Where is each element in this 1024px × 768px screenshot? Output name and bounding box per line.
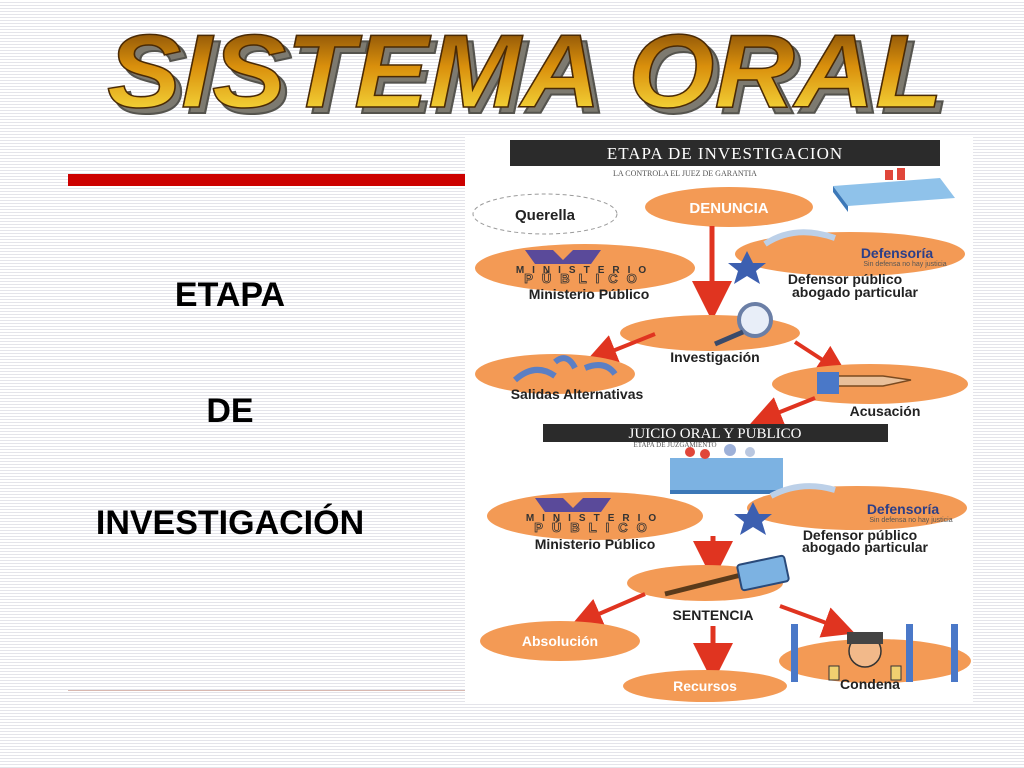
defensor-line2-bottom: abogado particular	[802, 539, 929, 555]
denuncia-bubble	[645, 187, 813, 227]
ministerio-logo-text2-top: PÚBLICO	[524, 271, 646, 286]
ministerio-publico-bottom: Ministerio Público	[535, 536, 656, 552]
absolucion-label: Absolución	[522, 633, 598, 649]
defensor-line1-bottom: Defensor público	[803, 527, 917, 543]
arrow-acusacion-juicio	[750, 396, 816, 427]
salidas-arrows-icon	[512, 355, 618, 383]
defensor-line1-top: Defensor público	[788, 271, 902, 287]
defensoria-bubble-bottom	[747, 486, 967, 530]
subtitle-de: DE	[206, 392, 254, 430]
sentencia-label: SENTENCIA	[673, 607, 754, 623]
investigacion-label: Investigación	[670, 349, 759, 365]
magnifier-handle	[714, 329, 744, 347]
arrow-to-absolucion	[570, 592, 646, 629]
tribunal-icon-juicio	[670, 444, 783, 494]
jail-bars-icon	[791, 624, 958, 682]
investigacion-bubble	[620, 315, 800, 351]
process-diagram: ETAPA DE INVESTIGACION LA CONTROLA EL JU…	[465, 136, 973, 704]
sub-juicio: ETAPA DE JUZGAMIENTO	[633, 441, 716, 449]
ministerio-logo-icon-top	[525, 250, 601, 264]
gavel-icon	[664, 571, 746, 597]
defensoria-swoosh-top	[763, 229, 836, 247]
slide-title-shadow: SISTEMA ORAL	[113, 20, 949, 133]
star-icon-top	[728, 251, 766, 284]
defensor-line2-top: abogado particular	[792, 284, 919, 300]
ministerio-publico-top: Ministerio Público	[529, 286, 650, 302]
condena-label: Condena	[840, 676, 900, 692]
subtitle-etapa: ETAPA	[174, 276, 286, 314]
recursos-bubble	[623, 670, 787, 702]
header-investigacion: ETAPA DE INVESTIGACION	[607, 144, 843, 163]
defensoria-sub-top: Sin defensa no hay justicia	[863, 261, 946, 268]
slide-title: SISTEMA ORAL SISTEMA ORAL	[106, 18, 950, 133]
ministerio-logo-text1-bottom: MINISTERIO	[526, 513, 664, 524]
defensoria-swoosh-bottom	[769, 483, 836, 499]
ministerio-logo-text2-bottom: PÚBLICO	[534, 520, 656, 535]
defensoria-logo-bottom: Defensoría	[867, 501, 940, 517]
querella-bubble	[472, 193, 618, 235]
acusacion-label: Acusación	[850, 403, 921, 419]
header-juicio-bar	[543, 424, 888, 442]
slide-title-text: SISTEMA ORAL	[107, 18, 943, 130]
defensoria-logo-top: Defensoría	[861, 245, 934, 261]
prisoner-icon	[828, 632, 902, 681]
sleeve-icon	[817, 372, 839, 394]
magnifier-icon	[737, 302, 773, 338]
defensoria-bubble-top	[735, 232, 965, 276]
sub-investigacion: LA CONTROLA EL JUEZ DE GARANTIA	[613, 169, 757, 178]
ministerio-logo-icon-bottom	[535, 498, 611, 512]
arrow-to-salidas	[585, 332, 656, 365]
star-icon-bottom	[734, 502, 772, 535]
header-juicio: JUICIO ORAL Y PUBLICO	[629, 426, 802, 442]
arrow-to-acusacion	[793, 340, 849, 377]
subtitle-investigacion: INVESTIGACIÓN	[95, 504, 365, 542]
defensoria-sub-bottom: Sin defensa no hay justicia	[869, 517, 952, 524]
salidas-label: Salidas Alternativas	[511, 386, 644, 402]
header-investigacion-bar	[510, 140, 940, 166]
title-underline-red	[68, 174, 468, 186]
recursos-label: Recursos	[673, 678, 737, 694]
footer-rule	[68, 690, 468, 691]
denuncia-label: DENUNCIA	[689, 200, 768, 217]
absolucion-bubble	[480, 621, 640, 661]
arrow-to-condena	[779, 604, 856, 638]
ministerio-logo-text1-top: MINISTERIO	[516, 265, 654, 276]
gavel-head-icon	[736, 554, 790, 592]
tribunal-icon	[833, 168, 955, 212]
querella-label: Querella	[515, 207, 576, 224]
